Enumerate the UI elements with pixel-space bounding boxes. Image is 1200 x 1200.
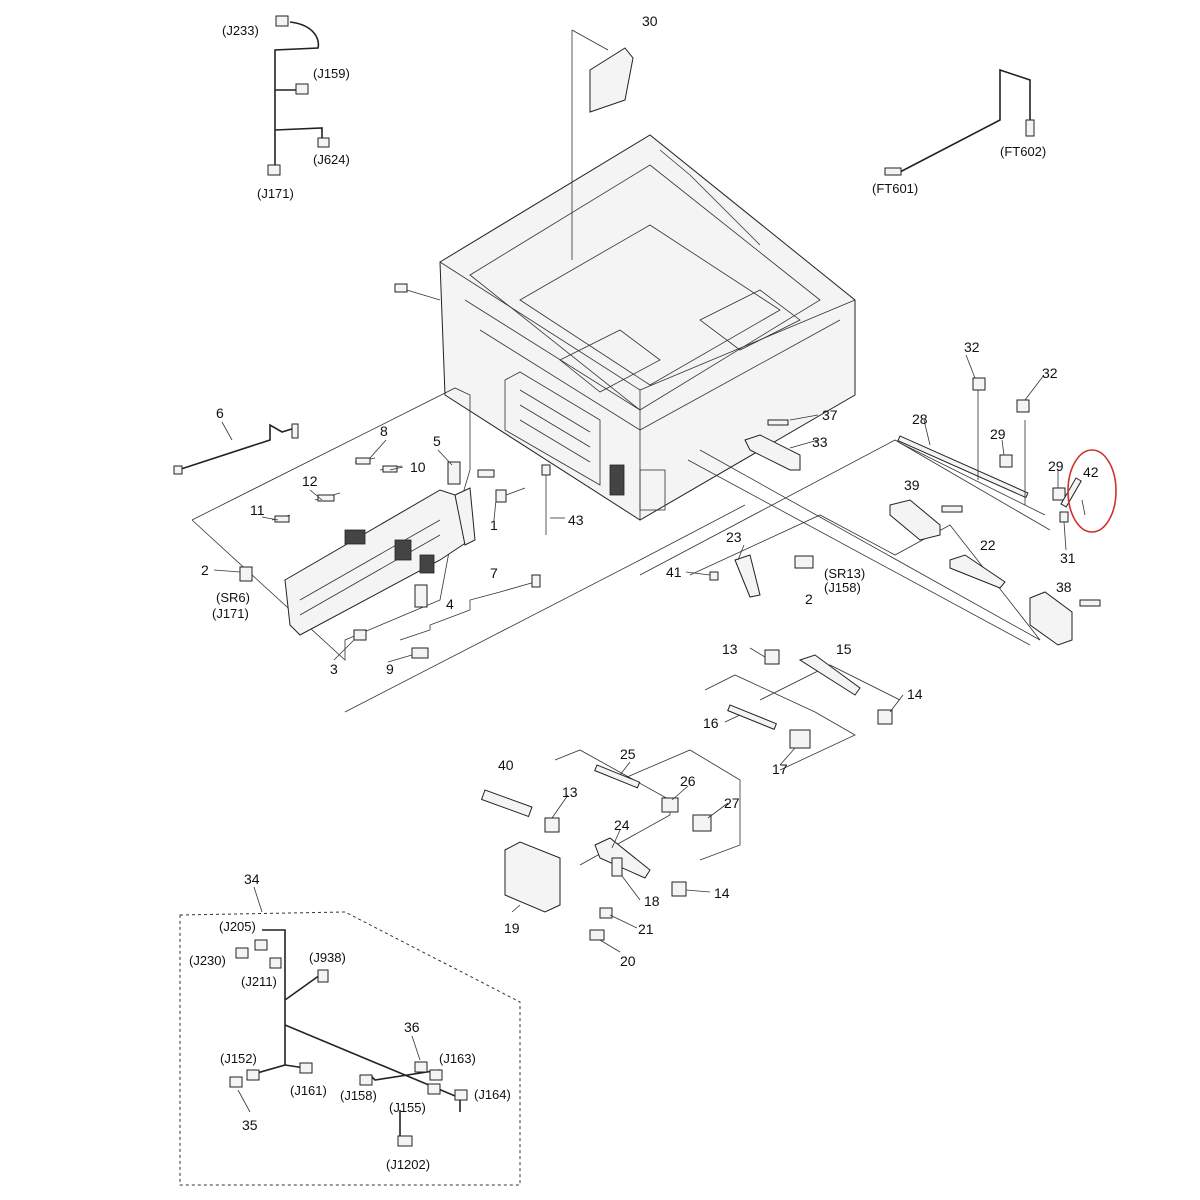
callout-28: 28 <box>912 411 928 427</box>
connector-j161: (J161) <box>290 1083 327 1098</box>
connector-j163: (J163) <box>439 1051 476 1066</box>
callout-19: 19 <box>504 920 520 936</box>
callout-32-left: 32 <box>964 339 980 355</box>
callout-42: 42 <box>1083 464 1099 480</box>
callout-10: 10 <box>410 459 426 475</box>
callout-36: 36 <box>404 1019 420 1035</box>
callout-18: 18 <box>644 893 660 909</box>
connector-j205: (J205) <box>219 919 256 934</box>
harness-box <box>179 911 521 1186</box>
callout-37: 37 <box>822 407 838 423</box>
callout-17: 17 <box>772 761 788 777</box>
callout-26: 26 <box>680 773 696 789</box>
connector-ft601: (FT601) <box>872 181 918 196</box>
callout-15: 15 <box>836 641 852 657</box>
callout-21: 21 <box>638 921 654 937</box>
connector-j155: (J155) <box>389 1100 426 1115</box>
right-parts <box>639 377 1101 646</box>
connector-labels: (J233) (J159) (J624) (J171) (FT601) (FT6… <box>189 23 1046 1172</box>
callout-34: 34 <box>244 871 260 887</box>
callout-32-right: 32 <box>1042 365 1058 381</box>
main-frame <box>394 134 856 521</box>
callout-43: 43 <box>568 512 584 528</box>
middle-parts <box>480 649 901 941</box>
connector-j230: (J230) <box>189 953 226 968</box>
callout-9: 9 <box>386 661 394 677</box>
callout-13-upper: 13 <box>722 641 738 657</box>
callout-41: 41 <box>666 564 682 580</box>
callout-2-right: 2 <box>805 591 813 607</box>
harness-top-right <box>884 68 1035 176</box>
callout-14-upper: 14 <box>907 686 923 702</box>
connector-sr13: (SR13) <box>824 566 865 581</box>
connector-j171-top: (J171) <box>257 186 294 201</box>
highlight-ellipse <box>1067 449 1117 533</box>
connector-j158-right: (J158) <box>824 580 861 595</box>
callout-27: 27 <box>724 795 740 811</box>
callout-23: 23 <box>726 529 742 545</box>
callout-5: 5 <box>433 433 441 449</box>
connector-j624: (J624) <box>313 152 350 167</box>
callout-30: 30 <box>642 13 658 29</box>
callout-14-lower: 14 <box>714 885 730 901</box>
callout-8: 8 <box>380 423 388 439</box>
callout-3: 3 <box>330 661 338 677</box>
callout-12: 12 <box>302 473 318 489</box>
connector-j233: (J233) <box>222 23 259 38</box>
callout-labels: 30 6 8 5 10 12 11 1 43 2 7 4 3 9 37 33 2… <box>201 13 1099 1133</box>
connector-sr6: (SR6) <box>216 590 250 605</box>
callout-11: 11 <box>250 502 265 518</box>
callout-20: 20 <box>620 953 636 969</box>
callout-22: 22 <box>980 537 996 553</box>
left-parts <box>173 423 551 659</box>
part-30-bracket <box>571 29 634 260</box>
connector-j938: (J938) <box>309 950 346 965</box>
callout-35: 35 <box>242 1117 258 1133</box>
callout-4: 4 <box>446 596 454 612</box>
connector-j158-bottom: (J158) <box>340 1088 377 1103</box>
callout-7: 7 <box>490 565 498 581</box>
connector-ft602: (FT602) <box>1000 144 1046 159</box>
callout-31: 31 <box>1060 550 1076 566</box>
callout-1: 1 <box>490 517 498 533</box>
connector-j152: (J152) <box>220 1051 257 1066</box>
callout-29-left: 29 <box>990 426 1006 442</box>
callout-2-left: 2 <box>201 562 209 578</box>
connector-j171-left: (J171) <box>212 606 249 621</box>
callout-29-right: 29 <box>1048 458 1064 474</box>
callout-40: 40 <box>498 757 514 773</box>
callout-25: 25 <box>620 746 636 762</box>
callout-6: 6 <box>216 405 224 421</box>
callout-33: 33 <box>812 434 828 450</box>
connector-j1202: (J1202) <box>386 1157 430 1172</box>
harness-top-left <box>267 15 330 176</box>
callout-16: 16 <box>703 715 719 731</box>
leader-lines <box>213 354 1086 1113</box>
callout-13-lower: 13 <box>562 784 578 800</box>
connector-j164: (J164) <box>474 1087 511 1102</box>
callout-38: 38 <box>1056 579 1072 595</box>
connector-j159: (J159) <box>313 66 350 81</box>
callout-39: 39 <box>904 477 920 493</box>
connector-j211: (J211) <box>241 974 277 989</box>
callout-24: 24 <box>614 817 630 833</box>
